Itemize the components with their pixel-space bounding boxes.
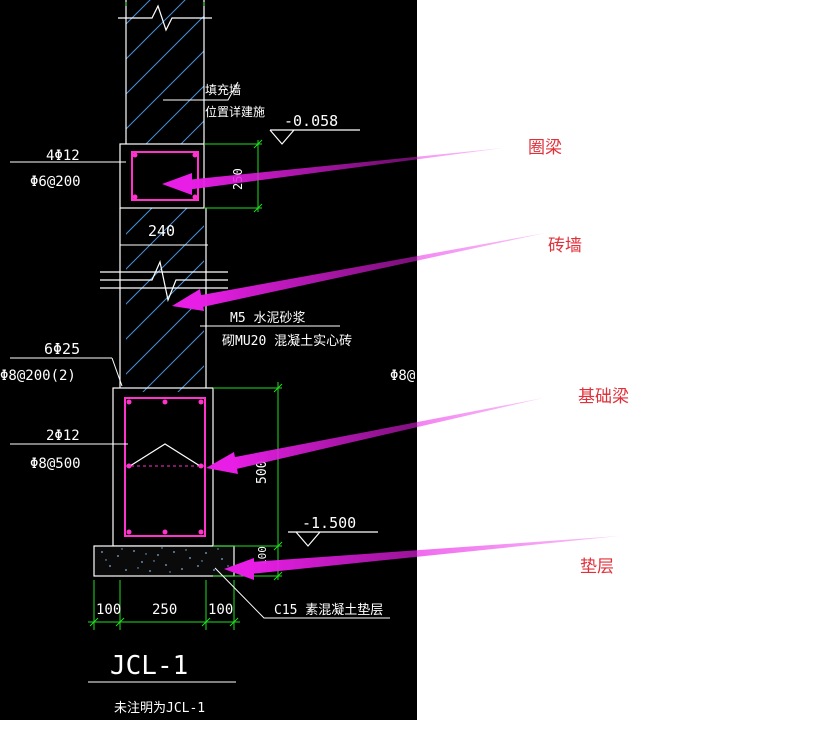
tie-rebar-label: Φ8@500 [30, 456, 81, 472]
wall-width-dim: 240 [148, 222, 175, 240]
callout-ring-beam: 圈梁 [528, 138, 562, 158]
foundation-beam [112, 387, 214, 547]
foundation-stirrup-right: Φ8@ [390, 368, 416, 384]
waist-rebar-label: 2Φ12 [46, 428, 80, 444]
elevation-bottom: -1.500 [302, 514, 356, 532]
bottom-dim-right: 100 [208, 602, 233, 618]
mortar-label: M5 水泥砂浆 [230, 311, 305, 326]
bottom-dim-middle: 250 [152, 602, 177, 618]
callout-cushion: 垫层 [580, 557, 614, 577]
foundation-top-rebar: 6Φ25 [44, 340, 80, 358]
ring-beam-stirrup-label: Φ6@200 [30, 174, 81, 190]
callout-foundation-beam: 基础梁 [578, 387, 629, 407]
brick-label: 砌MU20 混凝土实心砖 [222, 333, 352, 349]
dimension-lines [88, 2, 283, 630]
callout-arrows [162, 148, 619, 580]
infill-wall-label: 填充墙 [205, 82, 241, 97]
break-marks [100, 4, 228, 303]
cushion-label: C15 素混凝土垫层 [274, 602, 383, 618]
foundation-stirrup-left: Φ8@200(2) [0, 368, 76, 384]
drawing-note: 未注明为JCL-1 [114, 701, 205, 716]
bottom-dim-left: 100 [96, 602, 121, 618]
callout-arrow-brick-wall [172, 233, 545, 311]
foundation-beam-height-dim: 500 [255, 461, 270, 484]
ring-beam-main-rebar: 4Φ12 [46, 148, 80, 164]
ring-beam [119, 143, 205, 209]
cushion-layer [93, 545, 235, 577]
callout-arrow-foundation-beam [206, 398, 543, 474]
drawing-background [0, 0, 417, 720]
ring-beam-stirrup [131, 151, 199, 201]
drawing-title: JCL-1 [110, 651, 188, 681]
elevation-marks [269, 129, 378, 547]
foundation-beam-stirrup [124, 397, 206, 537]
leader-lines [10, 81, 390, 683]
callout-arrow-cushion [224, 536, 619, 580]
callout-arrow-ring-beam [162, 148, 503, 195]
infill-wall-note: 位置详建施 [205, 104, 265, 119]
cushion-speckles [101, 547, 229, 573]
callout-brick-wall: 砖墙 [548, 236, 582, 256]
elevation-top: -0.058 [284, 112, 338, 130]
